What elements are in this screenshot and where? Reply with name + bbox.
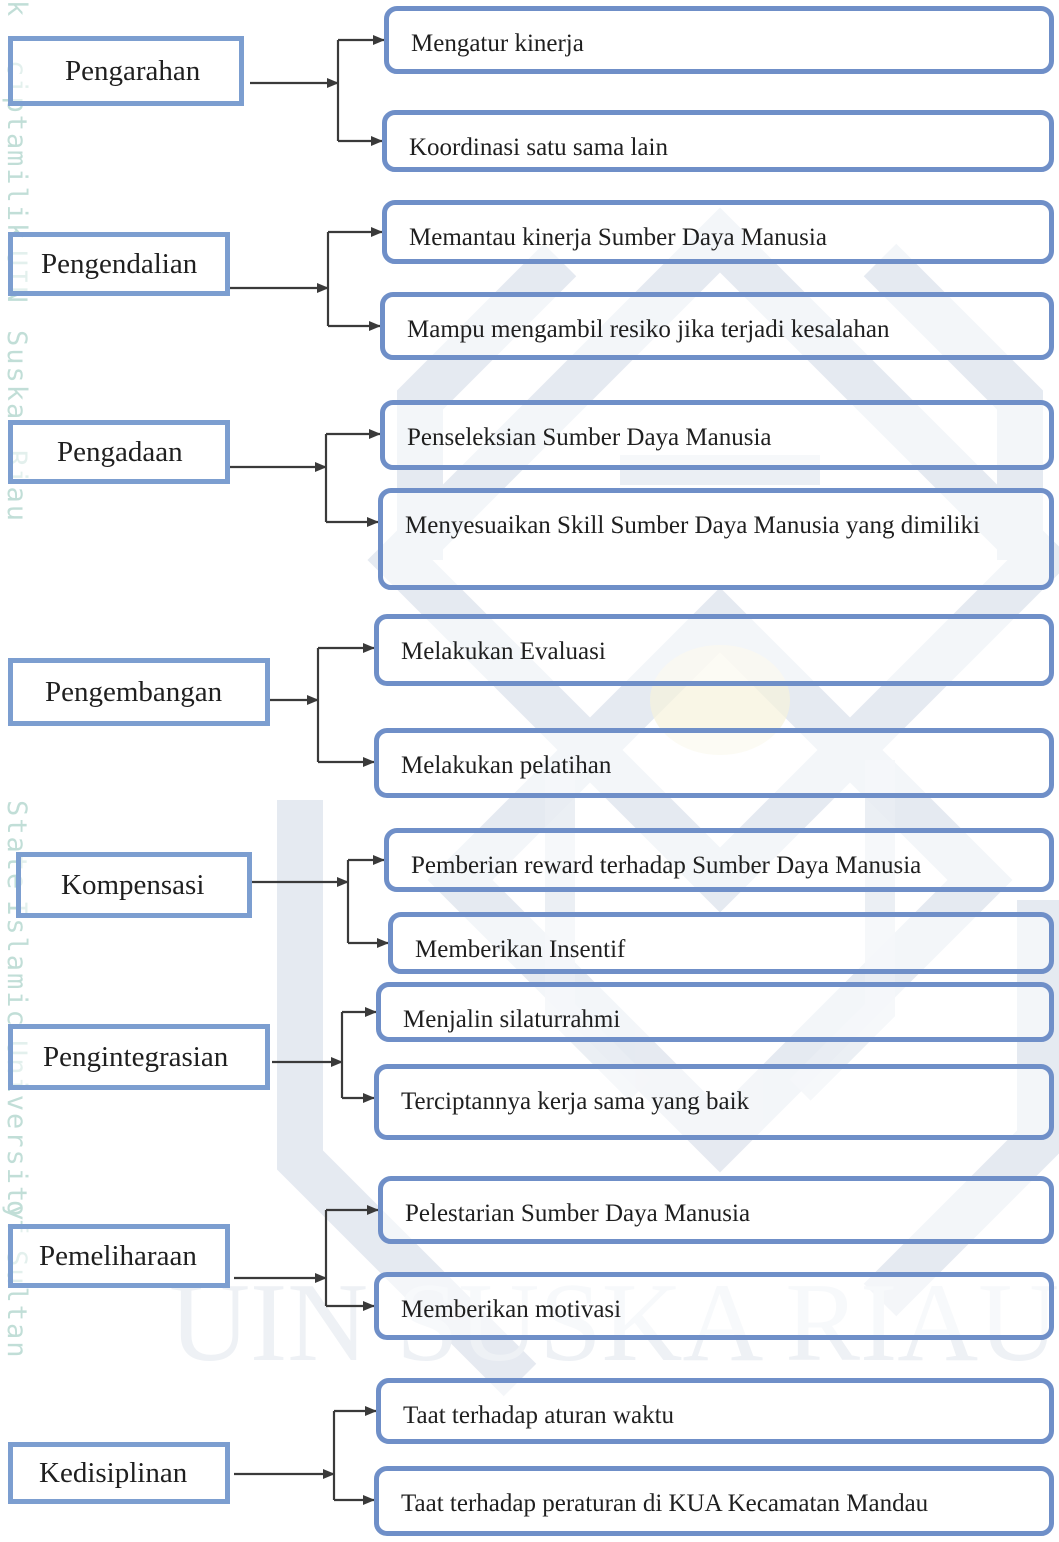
item-label: Penseleksian Sumber Daya Manusia <box>407 424 772 451</box>
item-box: Mampu mengambil resiko jika terjadi kesa… <box>380 292 1054 360</box>
item-box: Terciptannya kerja sama yang baik <box>374 1064 1054 1140</box>
category-box: Pengendalian <box>8 232 230 296</box>
item-box: Melakukan Evaluasi <box>374 614 1054 686</box>
watermark-word: k <box>1 0 32 19</box>
item-label: Taat terhadap aturan waktu <box>403 1402 675 1429</box>
item-label: Memberikan motivasi <box>401 1296 622 1323</box>
item-box: Memberikan Insentif <box>388 912 1054 974</box>
category-box: Pengembangan <box>8 658 270 726</box>
category-box: Kompensasi <box>16 852 252 918</box>
item-label: Pelestarian Sumber Daya Manusia <box>405 1200 751 1227</box>
category-box: Pemeliharaan <box>8 1224 230 1288</box>
item-box: Pelestarian Sumber Daya Manusia <box>378 1176 1054 1244</box>
item-label: Melakukan pelatihan <box>401 752 612 779</box>
item-label: Menyesuaikan Skill Sumber Daya Manusia y… <box>405 512 980 539</box>
item-label: Menjalin silaturrahmi <box>403 1006 621 1033</box>
item-label: Mampu mengambil resiko jika terjadi kesa… <box>407 316 890 343</box>
item-label: Melakukan Evaluasi <box>401 638 606 665</box>
watermark-word: milik <box>1 150 32 242</box>
item-label: Koordinasi satu sama lain <box>409 134 668 161</box>
item-box: Penseleksian Sumber Daya Manusia <box>380 400 1054 470</box>
item-label: Taat terhadap peraturan di KUA Kecamatan… <box>401 1490 929 1517</box>
item-box: Koordinasi satu sama lain <box>382 110 1054 172</box>
item-label: Memberikan Insentif <box>415 936 626 963</box>
item-box: Mengatur kinerja <box>384 6 1054 74</box>
item-label: Terciptannya kerja sama yang baik <box>401 1088 750 1115</box>
category-box: Pengintegrasian <box>8 1024 270 1090</box>
watermark-word: Suska <box>1 330 32 422</box>
item-label: Pemberian reward terhadap Sumber Daya Ma… <box>411 852 922 879</box>
item-box: Menyesuaikan Skill Sumber Daya Manusia y… <box>378 488 1054 590</box>
item-label: Mengatur kinerja <box>411 30 584 57</box>
item-box: Taat terhadap aturan waktu <box>376 1378 1054 1444</box>
item-label: Memantau kinerja Sumber Daya Manusia <box>409 224 827 251</box>
item-box: Pemberian reward terhadap Sumber Daya Ma… <box>384 828 1054 892</box>
item-box: Menjalin silaturrahmi <box>376 982 1054 1042</box>
category-box: Kedisiplinan <box>8 1442 230 1504</box>
item-box: Memantau kinerja Sumber Daya Manusia <box>382 200 1054 264</box>
item-box: Melakukan pelatihan <box>374 728 1054 798</box>
item-box: Taat terhadap peraturan di KUA Kecamatan… <box>374 1466 1054 1536</box>
item-box: Memberikan motivasi <box>374 1272 1054 1340</box>
category-box: Pengadaan <box>8 420 230 484</box>
category-box: Pengarahan <box>8 36 244 106</box>
watermark-word: Islamic <box>1 900 32 1028</box>
